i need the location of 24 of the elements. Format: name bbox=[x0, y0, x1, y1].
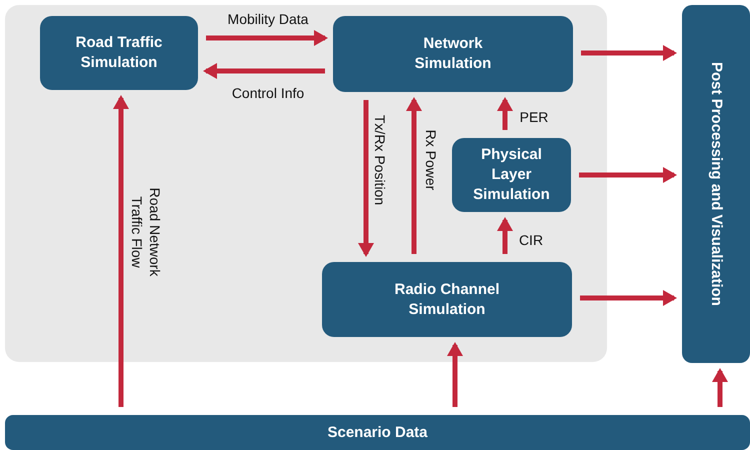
arrow bbox=[358, 100, 374, 257]
process-box bbox=[5, 415, 750, 450]
box-label: Physical Layer Simulation bbox=[472, 145, 551, 205]
arrow bbox=[206, 30, 328, 46]
process-box bbox=[40, 16, 198, 90]
arrow bbox=[497, 97, 513, 130]
arrow bbox=[580, 290, 677, 306]
arrow bbox=[406, 97, 422, 254]
arrow bbox=[581, 45, 677, 61]
box-label: Road Traffic Simulation bbox=[74, 33, 164, 73]
arrow bbox=[579, 167, 677, 183]
process-box bbox=[333, 16, 573, 92]
process-box bbox=[452, 138, 571, 212]
process-box bbox=[322, 262, 572, 337]
box-label: Network Simulation bbox=[414, 34, 492, 74]
arrow bbox=[203, 63, 325, 79]
arrow bbox=[113, 95, 129, 407]
arrow bbox=[497, 217, 513, 254]
box-label: Radio Channel Simulation bbox=[393, 280, 500, 320]
arrow bbox=[447, 342, 463, 407]
box-label: Scenario Data bbox=[327, 422, 428, 442]
process-box bbox=[682, 5, 750, 363]
box-label: Post Processing and Visualization bbox=[707, 62, 726, 306]
arrow bbox=[712, 368, 728, 407]
